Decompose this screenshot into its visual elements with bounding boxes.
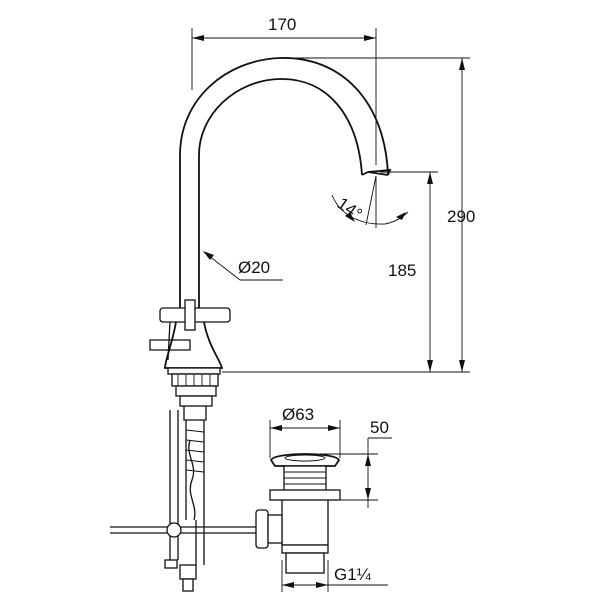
handle-lever xyxy=(159,299,231,331)
dim-spout-height: 185 xyxy=(380,171,438,372)
dim-drain-diameter: Ø63 xyxy=(269,405,341,458)
dim-spout-diameter: Ø20 xyxy=(203,251,283,281)
dim-spout-height-label: 185 xyxy=(388,261,416,280)
drain-assembly xyxy=(255,453,341,574)
faucet-spout xyxy=(179,57,392,310)
dim-spout-angle-label: 14° xyxy=(334,194,366,224)
dim-drain-diameter-label: Ø63 xyxy=(282,405,314,424)
hose-fittings xyxy=(164,559,197,592)
pull-rod xyxy=(110,522,260,538)
dim-spout-diameter-label: Ø20 xyxy=(238,258,270,277)
dim-spout-angle: 14° xyxy=(331,175,409,228)
dim-total-height-label: 290 xyxy=(447,207,475,226)
dim-drain-thread-label: G1¼ xyxy=(334,565,372,584)
dim-drain-height: 50 xyxy=(320,418,392,508)
dim-total-height: 290 xyxy=(288,57,475,372)
dim-spout-reach: 170 xyxy=(191,15,377,165)
supply-shank xyxy=(169,410,205,565)
dim-drain-thread: G1¼ xyxy=(281,560,388,592)
lever-arm xyxy=(149,321,191,361)
mounting-nut xyxy=(167,367,221,421)
dim-spout-reach-label: 170 xyxy=(268,15,296,34)
dim-drain-height-label: 50 xyxy=(370,418,389,437)
